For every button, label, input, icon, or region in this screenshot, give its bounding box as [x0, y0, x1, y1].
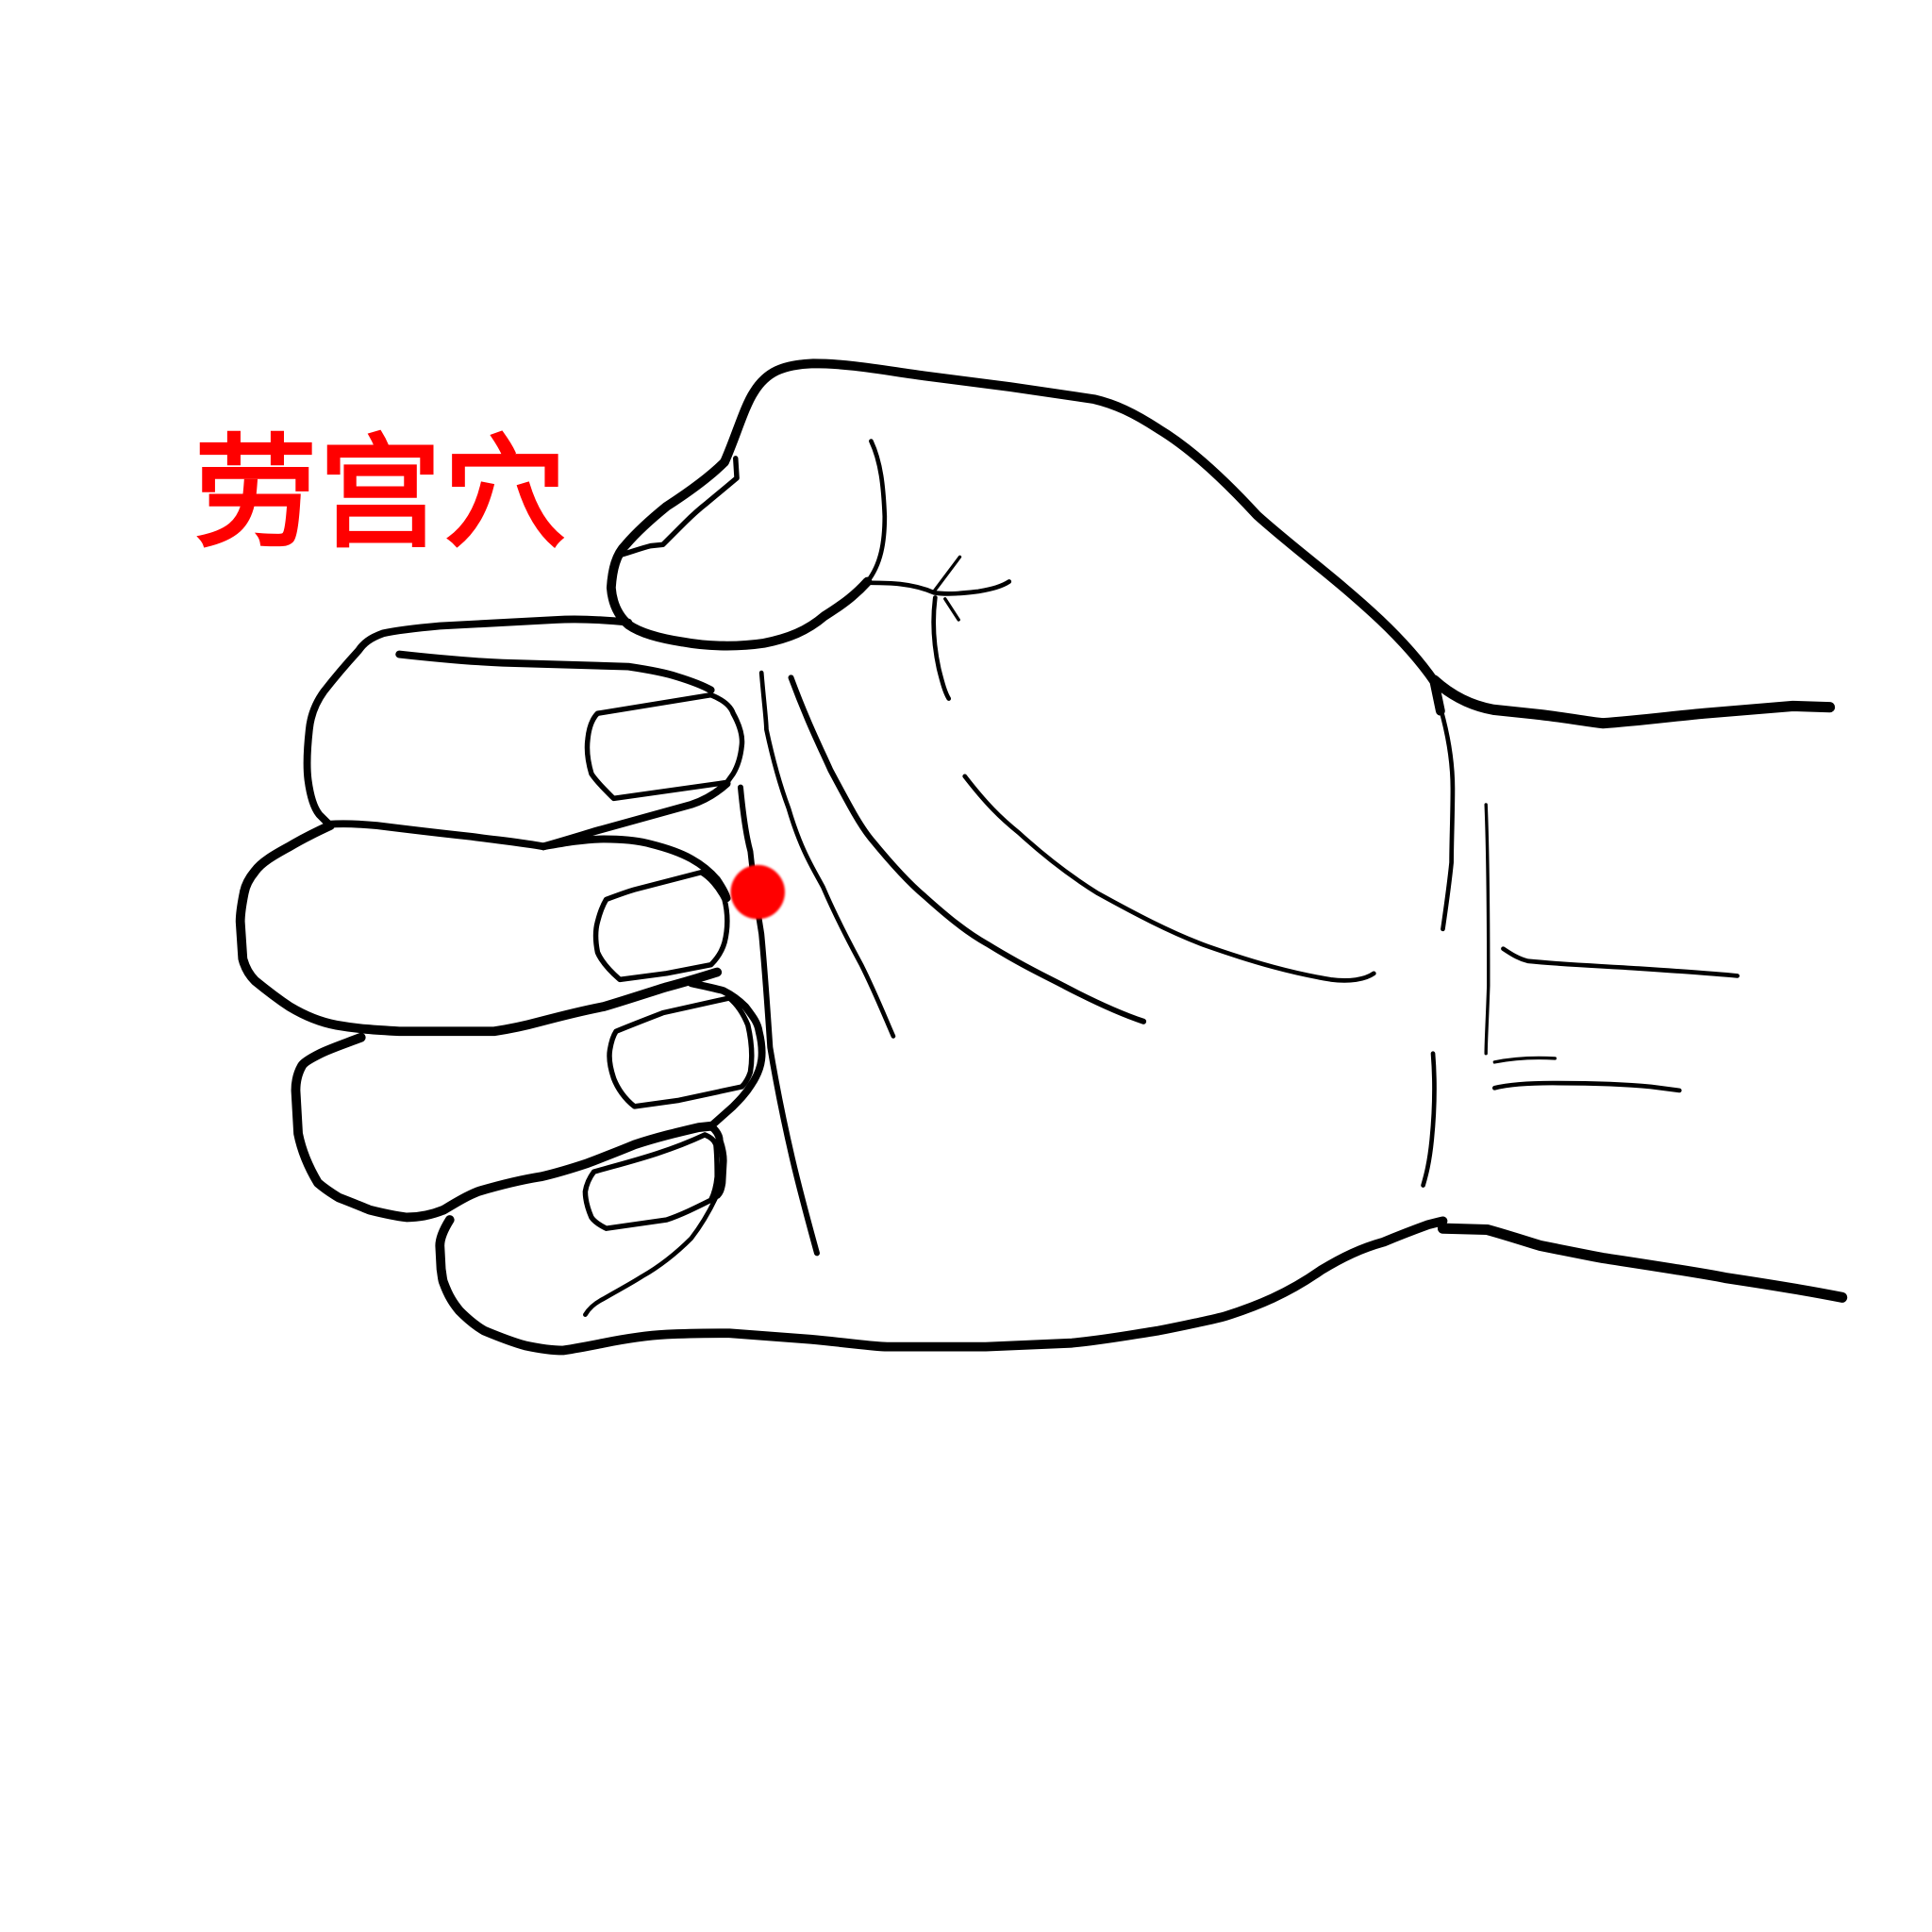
index-finger-outline	[303, 615, 633, 828]
wrist-bottom-outline	[1437, 1223, 1848, 1303]
ring-finger-upper-contour	[687, 979, 766, 1130]
index-finger-inner-line	[395, 650, 715, 694]
palm-crease-c	[962, 774, 1376, 983]
wrist-crease-vertical-2	[1484, 803, 1491, 1056]
thenar-crease-horizontal	[869, 579, 1012, 596]
ring-finger-outline	[291, 1032, 449, 1223]
thenar-crease-tick	[943, 597, 960, 622]
little-finger-inner-curve	[583, 1192, 720, 1317]
palm-crease-b	[788, 675, 1147, 1024]
palm-crease-a	[758, 670, 896, 1039]
thumb-crease	[865, 439, 888, 584]
thenar-crease-diagonal	[932, 555, 962, 593]
hand-line-art	[235, 358, 1848, 1356]
acupoint-label: 劳宫穴	[194, 422, 569, 565]
wrist-crease-vertical-1	[1439, 709, 1456, 932]
wrist-crease-horizontal-2	[1492, 1056, 1557, 1064]
middle-finger-outline	[235, 821, 723, 1037]
little-finger-top-contour	[439, 1121, 716, 1215]
palm-bottom-outline	[435, 1215, 1448, 1356]
acupoint-marker-dot	[730, 864, 785, 920]
wrist-crease-horizontal-3	[1491, 1080, 1682, 1093]
index-middle-boundary	[325, 820, 547, 851]
index-fingernail	[584, 691, 745, 802]
ring-fingernail	[607, 995, 755, 1109]
wrist-crease-vertical-3	[1421, 1051, 1437, 1188]
middle-fingernail	[592, 869, 730, 983]
thenar-crease-vertical	[931, 595, 952, 701]
thumb-nail	[619, 456, 740, 558]
hand-top-outline	[720, 358, 1445, 716]
wrist-crease-horizontal-1	[1501, 946, 1740, 978]
palm-crease-d	[737, 784, 820, 1257]
little-finger-right-contour	[707, 1122, 727, 1199]
middle-finger-upper-curve	[540, 835, 731, 903]
thumb-outline	[606, 457, 873, 651]
little-fingernail	[582, 1132, 720, 1231]
wrist-top-outline	[1428, 675, 1836, 729]
